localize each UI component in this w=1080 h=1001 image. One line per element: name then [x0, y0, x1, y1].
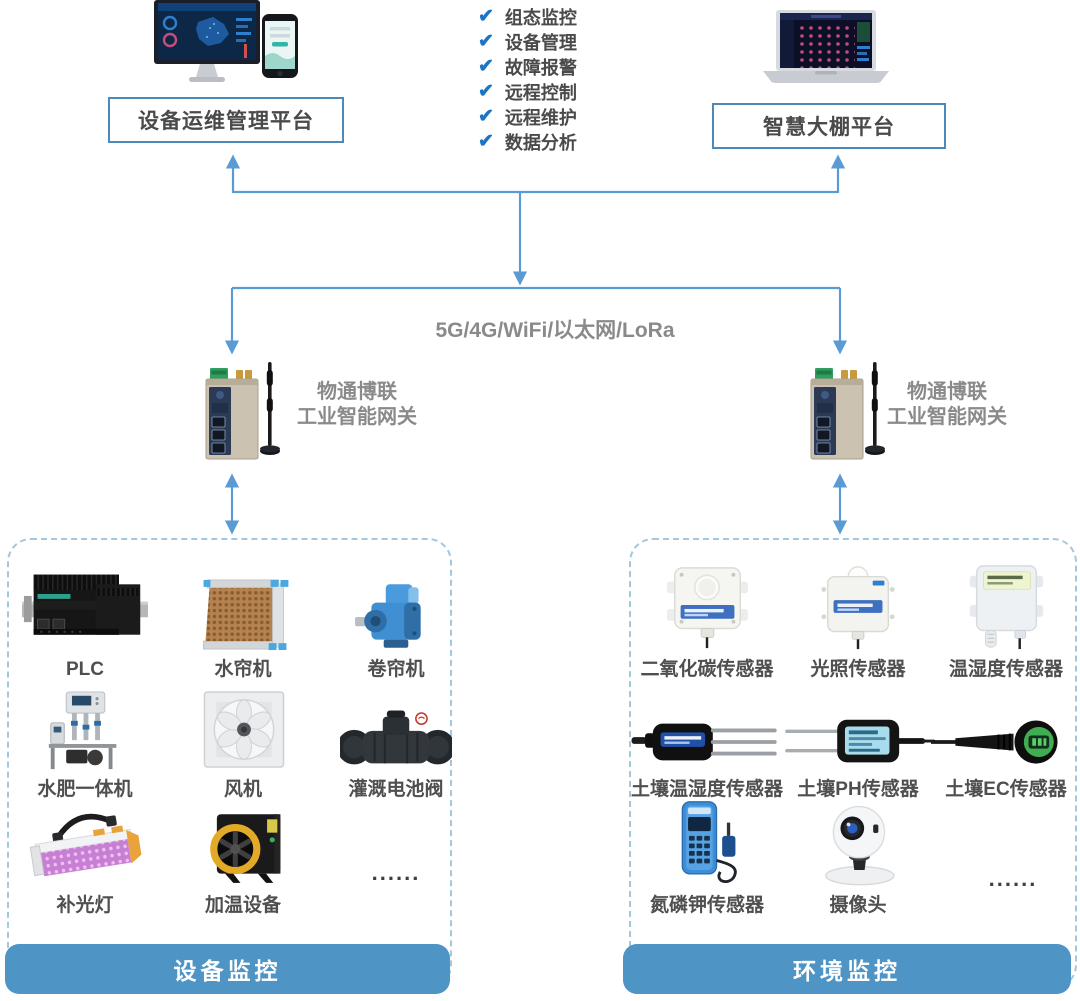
- sensor-soil-temp-humidity-label: 土壤温湿度传感器: [630, 779, 783, 800]
- npk-sensor-image: [657, 798, 757, 888]
- soil-ec-sensor-image: [931, 712, 1080, 772]
- device-valve: 灌溉电池阀: [316, 690, 476, 802]
- check-icon: ✔: [478, 131, 494, 152]
- env-group-title: 环境监控: [793, 958, 901, 984]
- feature-item: ✔ 故障报警: [478, 54, 577, 79]
- greenhouse-platform-image: [753, 8, 901, 91]
- sensor-npk-label: 氮磷钾传感器: [649, 895, 764, 916]
- greenhouse-platform-label: 智慧大棚平台: [763, 116, 895, 139]
- irrigation-valve-image: [340, 708, 452, 772]
- camera-image: [808, 798, 908, 888]
- ops-platform-image: [152, 0, 302, 93]
- gateway-left-label-line1: 物通博联: [317, 381, 397, 403]
- feature-label: 故障报警: [504, 57, 577, 78]
- device-fertigation: 水肥一体机: [5, 690, 165, 802]
- device-grow-light-label: 补光灯: [56, 895, 114, 916]
- device-fan: 风机: [163, 690, 323, 802]
- feature-item: ✔ 设备管理: [478, 29, 577, 54]
- sensor-soil-ph: 土壤PH传感器: [778, 690, 938, 802]
- fertigation-machine-image: [39, 690, 131, 772]
- fan-image: [196, 688, 291, 772]
- sensor-npk: 氮磷钾传感器: [627, 801, 787, 918]
- feature-list: ✔ 组态监控 ✔ 设备管理 ✔ 故障报警 ✔ 远程控制 ✔ 远程维护 ✔ 数据分析: [478, 4, 577, 154]
- sensor-co2: 二氧化碳传感器: [627, 558, 787, 682]
- feature-item: ✔ 数据分析: [478, 129, 577, 154]
- gateway-illustration: [205, 362, 280, 460]
- gateway-left-label: 物通博联 工业智能网关: [272, 380, 442, 430]
- device-grow-light: 补光灯: [5, 806, 165, 918]
- co2-sensor-image: [660, 562, 755, 652]
- heater-image: [194, 806, 292, 888]
- device-group-title-bar: 设备监控: [5, 944, 450, 994]
- device-plc-label: PLC: [66, 659, 104, 680]
- gateway-illustration: [810, 362, 885, 460]
- device-heater: 加温设备: [163, 806, 323, 918]
- soil-temp-humidity-sensor-image: [628, 712, 786, 772]
- feature-label: 远程控制: [504, 82, 577, 103]
- device-fan-label: 风机: [223, 779, 262, 800]
- plc-image: [22, 568, 148, 652]
- device-cooling-pad-label: 水帘机: [214, 659, 272, 680]
- env-group-title-bar: 环境监控: [623, 944, 1071, 994]
- device-heater-label: 加温设备: [204, 895, 281, 916]
- gateway-right-label: 物通博联 工业智能网关: [862, 380, 1032, 430]
- light-sensor-image: [811, 562, 906, 652]
- sensor-soil-ph-label: 土壤PH传感器: [797, 779, 919, 800]
- check-icon: ✔: [478, 31, 494, 52]
- sensor-temp-humidity: 温湿度传感器: [926, 558, 1080, 682]
- feature-label: 设备管理: [504, 32, 577, 53]
- sensor-soil-temp-humidity: 土壤温湿度传感器: [622, 690, 792, 802]
- feature-label: 组态监控: [504, 7, 577, 28]
- network-label: 5G/4G/WiFi/以太网/LoRa: [435, 319, 675, 342]
- sensor-light-label: 光照传感器: [810, 659, 906, 680]
- device-valve-label: 灌溉电池阀: [348, 779, 444, 800]
- sensor-light: 光照传感器: [778, 558, 938, 682]
- temp-humidity-sensor-image: [959, 562, 1054, 652]
- gateway-right-image: [797, 356, 897, 476]
- sensor-soil-ec: 土壤EC传感器: [926, 690, 1080, 802]
- sensor-temp-humidity-label: 温湿度传感器: [948, 659, 1063, 680]
- gateway-right-label-line2: 工业智能网关: [887, 406, 1007, 428]
- greenhouse-platform-box: 智慧大棚平台: [712, 103, 946, 149]
- gateway-right-label-line1: 物通博联: [907, 381, 987, 403]
- sensor-soil-ec-label: 土壤EC传感器: [945, 779, 1067, 800]
- gateway-left-image: [192, 356, 292, 476]
- cooling-pad-image: [193, 578, 293, 652]
- feature-label: 远程维护: [504, 107, 577, 128]
- feature-item: ✔ 组态监控: [478, 4, 577, 29]
- ops-platform-box: 设备运维管理平台: [108, 97, 344, 143]
- device-roller-motor: 卷帘机: [316, 558, 476, 682]
- feature-item: ✔ 远程维护: [478, 104, 577, 129]
- device-plc: PLC: [5, 558, 165, 682]
- device-ellipsis: ......: [371, 860, 421, 885]
- ops-platform-label: 设备运维管理平台: [138, 110, 314, 133]
- feature-label: 数据分析: [504, 132, 577, 153]
- check-icon: ✔: [478, 81, 494, 102]
- sensor-camera: 摄像头: [778, 805, 938, 918]
- check-icon: ✔: [478, 106, 494, 127]
- sensor-camera-label: 摄像头: [829, 895, 887, 916]
- feature-item: ✔ 远程控制: [478, 79, 577, 104]
- laptop-illustration: [763, 10, 889, 83]
- gateway-left-label-line2: 工业智能网关: [297, 406, 417, 428]
- device-fertigation-label: 水肥一体机: [37, 779, 133, 800]
- grow-light-image: [26, 806, 144, 888]
- device-cooling-pad: 水帘机: [163, 558, 323, 682]
- env-ellipsis: ......: [988, 866, 1038, 891]
- monitor-phone-illustration: [154, 0, 298, 82]
- device-roller-motor-label: 卷帘机: [367, 659, 425, 680]
- roller-motor-image: [355, 580, 437, 652]
- device-group-title: 设备监控: [173, 958, 282, 984]
- check-icon: ✔: [478, 6, 494, 27]
- check-icon: ✔: [478, 56, 494, 77]
- soil-ph-sensor-image: [781, 712, 936, 772]
- sensor-co2-label: 二氧化碳传感器: [640, 659, 774, 680]
